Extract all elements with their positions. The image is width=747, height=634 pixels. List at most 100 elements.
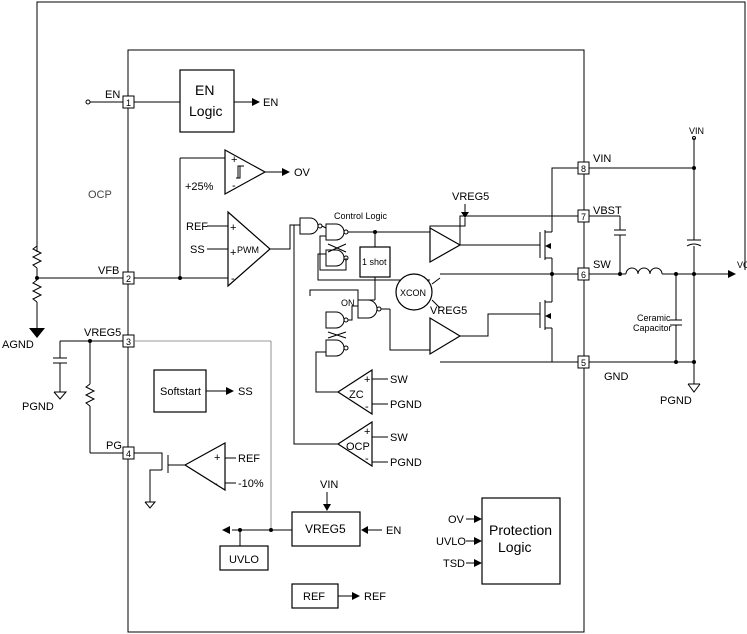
pwm-in-ref: REF xyxy=(186,221,208,233)
svg-text:-: - xyxy=(214,478,218,490)
arrow-icon xyxy=(226,387,234,395)
pin8-name: VIN xyxy=(593,153,611,165)
en-logic-output: EN xyxy=(263,97,278,109)
inductor xyxy=(625,267,663,275)
one-shot-label: 1 shot xyxy=(362,257,387,267)
pg-comparator: + - xyxy=(183,441,226,492)
ref-output: REF xyxy=(364,591,386,603)
svg-text:+: + xyxy=(364,426,370,438)
pin7-number: 7 xyxy=(581,212,586,222)
pgnd-right-ground-icon xyxy=(687,383,701,393)
pin3-number: 3 xyxy=(126,337,131,347)
pin1-name: EN xyxy=(105,89,120,101)
ceramic-line1: Ceramic xyxy=(637,313,671,323)
pg-in-ref: REF xyxy=(238,453,260,465)
arrow-left-icon xyxy=(361,526,368,534)
ref-block xyxy=(291,583,339,609)
ov-output: OV xyxy=(294,167,311,179)
ocp-comparator: OCP + - xyxy=(336,420,373,468)
protection-line2: Logic xyxy=(498,539,531,555)
arrow-icon xyxy=(474,537,482,545)
protection-logic-block xyxy=(481,497,561,585)
agnd-label: AGND xyxy=(2,339,34,351)
svg-text:PWM: PWM xyxy=(237,245,259,255)
pin6-number: 6 xyxy=(581,270,586,280)
pg-in-minus10: -10% xyxy=(238,478,264,490)
feedback-loop-wire xyxy=(36,1,746,270)
svg-text:+: + xyxy=(364,374,370,386)
svg-text:-: - xyxy=(232,180,236,192)
arrow-left-icon xyxy=(222,526,230,534)
zc-in-sw: SW xyxy=(390,374,408,386)
pin4-number: 4 xyxy=(126,449,131,459)
svg-text:-: - xyxy=(231,273,235,285)
svg-text:+: + xyxy=(230,222,236,234)
arrow-icon xyxy=(282,168,290,176)
protection-in-ov: OV xyxy=(448,514,465,526)
svg-text:-: - xyxy=(365,453,369,465)
ceramic-line2: Capacitor xyxy=(633,323,672,333)
pgnd-left-ground-icon xyxy=(53,391,68,400)
vin-top-label: VIN xyxy=(689,126,704,136)
ref-block-label: REF xyxy=(303,591,325,603)
svg-text:+: + xyxy=(230,247,236,259)
uvlo-block xyxy=(219,545,269,571)
vreg5-top-label: VREG5 xyxy=(452,191,489,203)
pgnd-left-label: PGND xyxy=(22,401,54,413)
ov-threshold: +25% xyxy=(185,181,214,193)
ocp-in-pgnd: PGND xyxy=(390,457,422,469)
agnd-ground-icon xyxy=(29,328,45,338)
softstart-block xyxy=(153,369,207,413)
pin1-number: 1 xyxy=(126,98,131,108)
arrow-icon xyxy=(728,270,736,278)
arrow-icon xyxy=(252,98,260,106)
pin7-name: VBST xyxy=(593,205,622,217)
softstart-label: Softstart xyxy=(160,386,201,398)
en-logic-line1: EN xyxy=(195,82,214,98)
svg-text:ZC: ZC xyxy=(349,389,364,401)
ground-icon xyxy=(144,501,157,509)
pin3-name: VREG5 xyxy=(84,327,121,339)
svg-text:+: + xyxy=(214,452,220,464)
vreg5-mid-label: VREG5 xyxy=(430,305,467,317)
ocp-left-label: OCP xyxy=(88,189,112,201)
arrow-icon xyxy=(352,592,360,600)
xcon-label: XCON xyxy=(400,288,426,298)
arrow-icon xyxy=(474,559,482,567)
pwm-in-ss: SS xyxy=(190,244,205,256)
control-logic-label: Control Logic xyxy=(334,211,388,221)
arrow-down-icon xyxy=(461,212,469,218)
protection-line1: Protection xyxy=(489,522,552,538)
vo-label: VO xyxy=(737,260,747,270)
zc-comparator: ZC + - xyxy=(336,368,373,416)
softstart-output: SS xyxy=(238,386,253,398)
pin2-name: VFB xyxy=(98,265,119,277)
arrow-icon xyxy=(474,515,482,523)
zc-in-pgnd: PGND xyxy=(390,399,422,411)
vreg5-in-vin: VIN xyxy=(320,479,338,491)
low-side-driver xyxy=(429,316,462,356)
vreg5-in-en: EN xyxy=(386,525,401,537)
vreg5-block xyxy=(291,511,361,547)
protection-in-tsd: TSD xyxy=(443,558,465,570)
on-label: ON xyxy=(341,298,355,308)
svg-text:OCP: OCP xyxy=(346,441,370,453)
pg-mosfet xyxy=(144,455,169,509)
pin-2 xyxy=(122,271,135,285)
svg-text:-: - xyxy=(365,401,369,413)
pin5-name: GND xyxy=(604,371,629,383)
uvlo-label: UVLO xyxy=(229,554,259,566)
xcon-block xyxy=(395,273,433,311)
high-side-driver xyxy=(429,226,462,264)
pin8-number: 8 xyxy=(581,164,586,174)
feedback-divider xyxy=(29,245,123,338)
pin2-number: 2 xyxy=(126,274,131,284)
pin5-number: 5 xyxy=(581,358,586,368)
control-logic-gates xyxy=(293,217,430,445)
en-logic-block xyxy=(179,69,235,133)
protection-in-uvlo: UVLO xyxy=(436,536,466,548)
en-logic-line2: Logic xyxy=(189,103,222,119)
pgnd-right-label: PGND xyxy=(660,395,692,407)
